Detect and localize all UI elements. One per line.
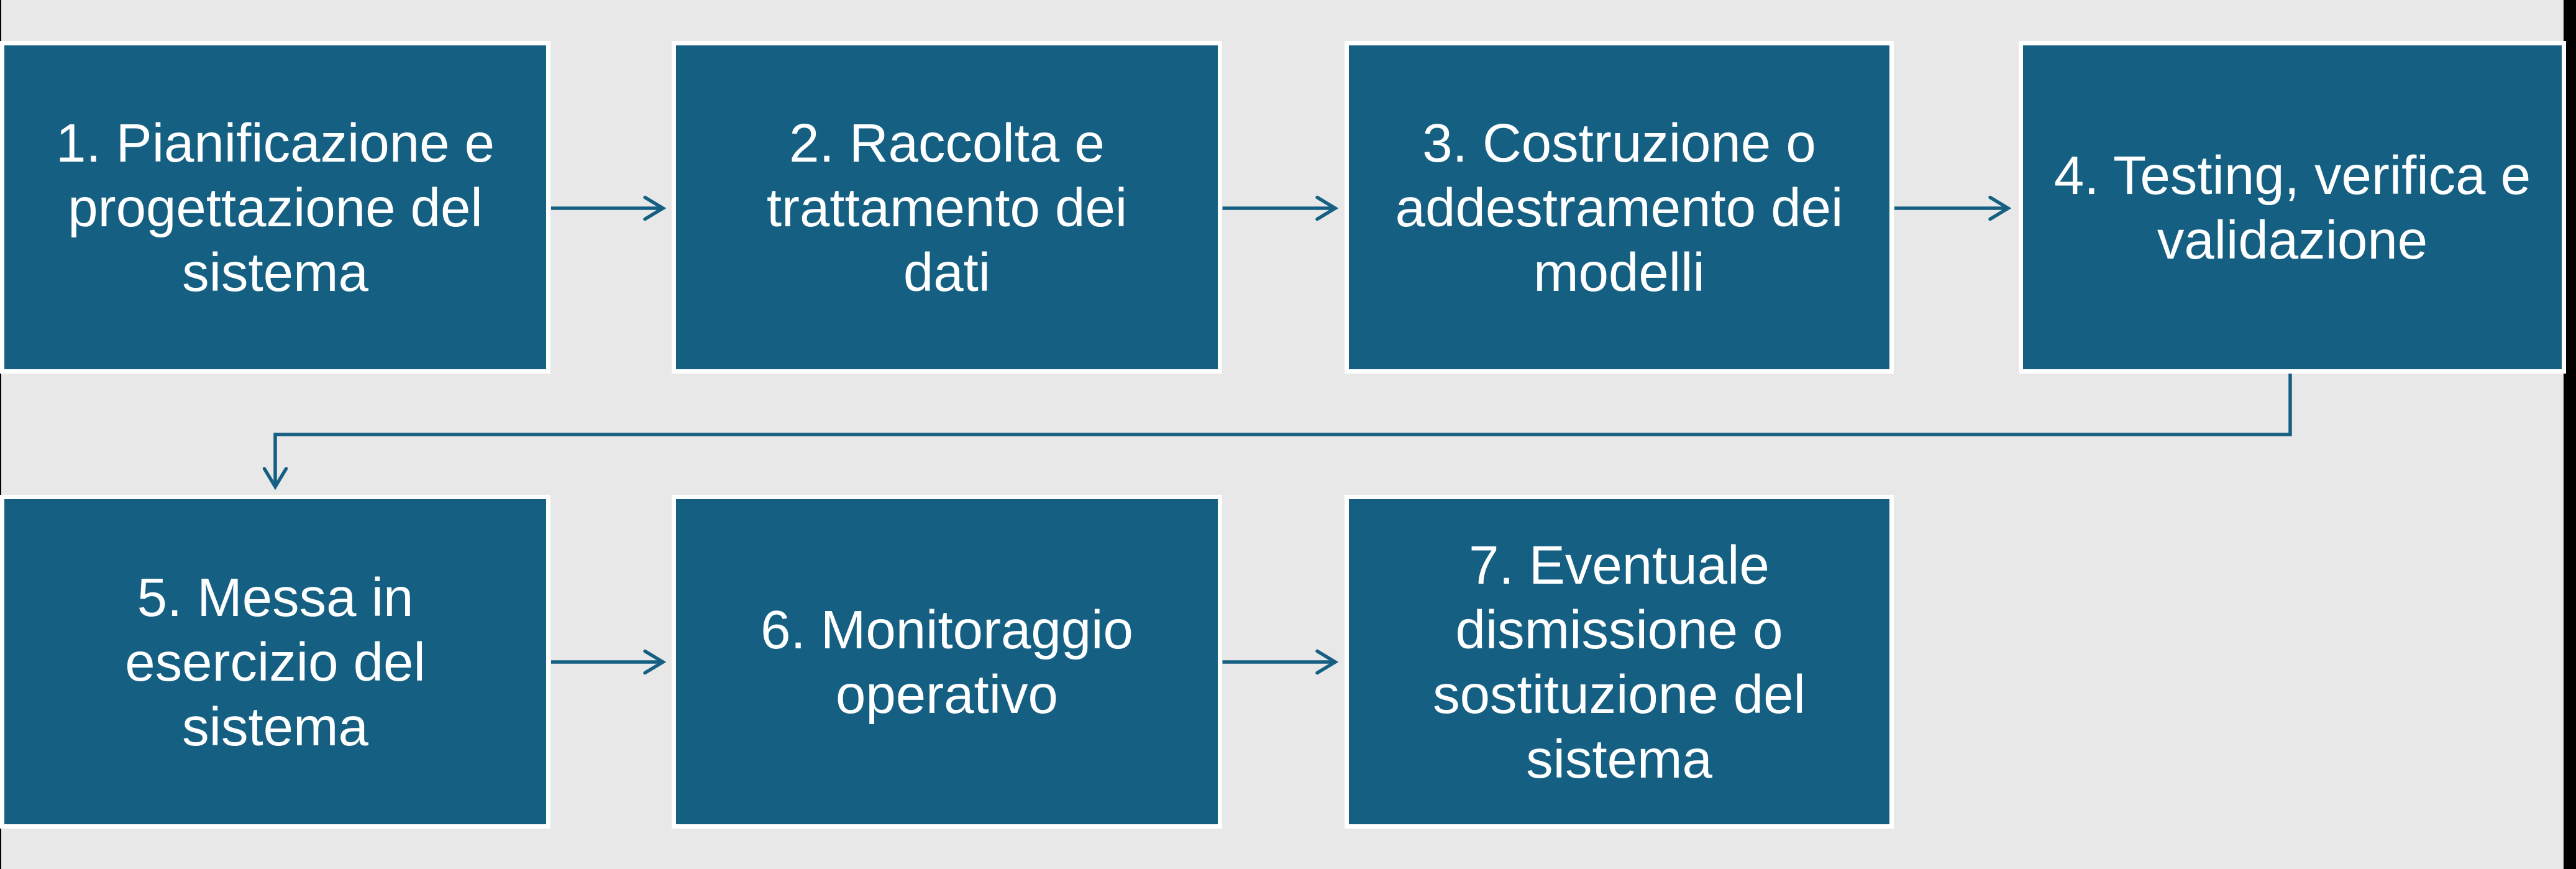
arrow-2-3 [1222, 195, 1339, 221]
arrow-4-5 [262, 374, 2292, 490]
step-box-2: 2. Raccolta e trattamento dei dati [672, 41, 1222, 374]
arrow-1-2 [551, 195, 667, 221]
frame-edge-left [0, 0, 1, 869]
step-box-5: 5. Messa in esercizio del sistema [0, 495, 550, 829]
step-box-4: 4. Testing, verifica e validazione [2019, 41, 2566, 374]
step-box-6: 6. Monitoraggio operativo [672, 495, 1222, 829]
arrow-5-6 [551, 649, 667, 675]
step-label-5: 5. Messa in esercizio del sistema [125, 567, 426, 757]
step-label-3: 3. Costruzione o addestramento dei model… [1395, 113, 1843, 303]
step-label-7: 7. Eventuale dismissione o sostituzione … [1433, 535, 1806, 789]
arrow-3-4 [1894, 195, 2012, 221]
step-label-2: 2. Raccolta e trattamento dei dati [766, 113, 1128, 303]
step-label-4: 4. Testing, verifica e validazione [2053, 145, 2531, 270]
step-box-7: 7. Eventuale dismissione o sostituzione … [1345, 495, 1894, 829]
step-box-3: 3. Costruzione o addestramento dei model… [1345, 41, 1894, 374]
step-label-1: 1. Pianificazione e progettazione del si… [55, 113, 495, 303]
arrow-6-7 [1222, 649, 1339, 675]
step-label-6: 6. Monitoraggio operativo [760, 599, 1133, 725]
frame-edge-right [2564, 0, 2576, 869]
step-box-1: 1. Pianificazione e progettazione del si… [0, 41, 550, 374]
